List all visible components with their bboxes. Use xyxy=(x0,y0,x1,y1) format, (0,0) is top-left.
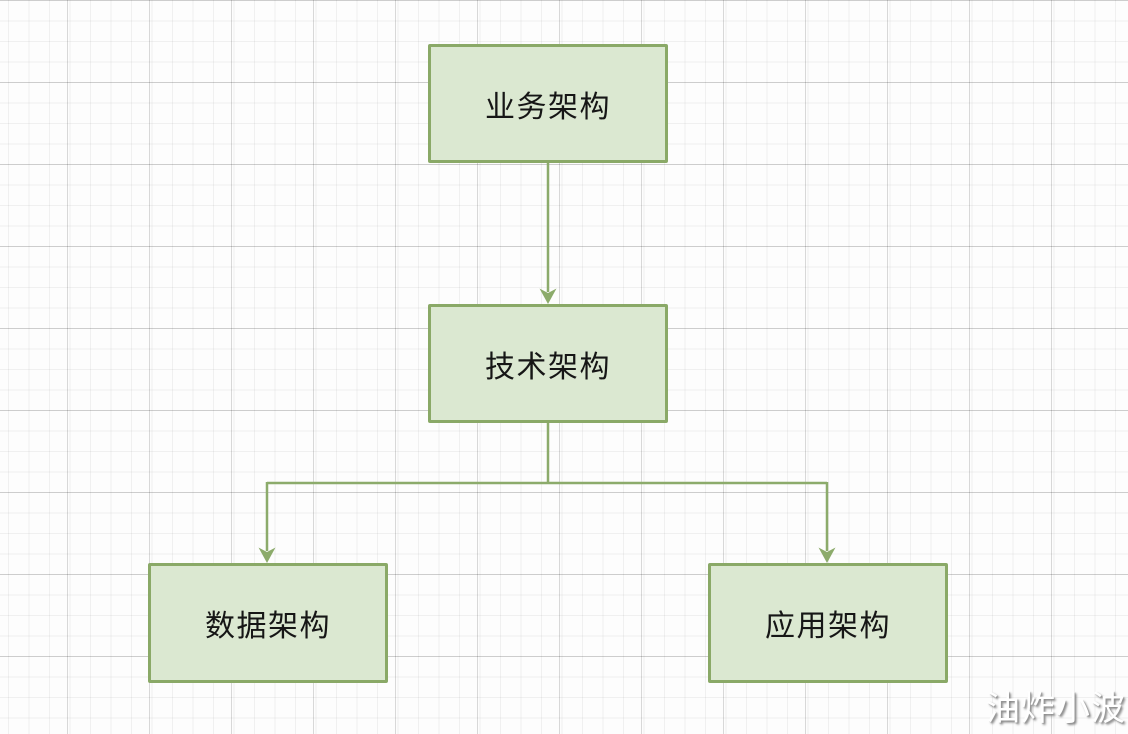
node-data-architecture: 数据架构 xyxy=(148,563,388,683)
node-label: 业务架构 xyxy=(485,90,611,124)
edge-technical-to-application xyxy=(818,482,836,563)
arrowhead-down-icon xyxy=(539,288,557,304)
node-label: 数据架构 xyxy=(205,610,331,643)
arrowhead-down-icon xyxy=(258,547,276,563)
edge-business-to-technical xyxy=(539,163,557,304)
node-business-architecture: 业务架构 xyxy=(428,44,668,163)
node-label: 技术架构 xyxy=(485,350,611,384)
node-technical-architecture: 技术架构 xyxy=(428,304,668,423)
node-application-architecture: 应用架构 xyxy=(708,563,948,683)
node-label: 应用架构 xyxy=(765,610,891,643)
edge-technical-branch xyxy=(267,423,827,485)
arrowhead-down-icon xyxy=(818,547,836,563)
edge-technical-to-data xyxy=(258,482,276,563)
